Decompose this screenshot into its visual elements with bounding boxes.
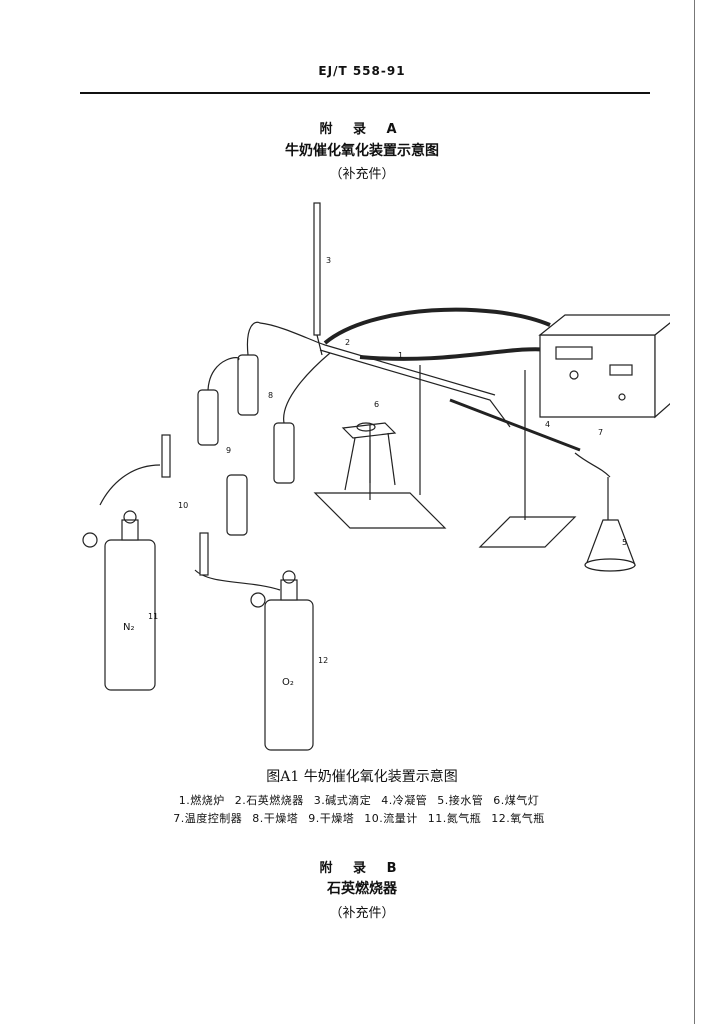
controller-display [555,346,593,360]
appendix-b-title: 石英燃烧器 [327,881,397,897]
controller-knob [569,370,579,380]
callout-8: 8 [268,391,273,400]
burette [313,202,321,336]
standard-code: EJ/T 558-91 [318,64,406,78]
legend-item: 3.碱式滴定 [313,794,372,807]
legend-item: 2.石英燃烧器 [234,794,304,807]
tripod-leg-2 [387,432,396,486]
flowmeter-2 [199,532,209,576]
legend-item: 1.燃烧炉 [178,794,225,807]
condenser-outlet [574,452,611,478]
legend-item: 4.冷凝管 [381,794,428,807]
legend-row-2: 7.温度控制器 8.干燥塔 9.干燥塔 10.流量计 11.氮气瓶 12.氧气瓶 [0,810,724,826]
callout-4: 4 [545,420,550,429]
drying-tower-b [226,474,248,536]
legend-item: 5.接水管 [437,794,484,807]
tripod-plate [341,422,397,439]
appendix-a-label: 附 录 A [319,122,405,137]
callout-3: 3 [326,256,331,265]
appendix-a-note: （补充件） [329,167,395,182]
legend-item: 6.煤气灯 [493,794,540,807]
callout-5: 5 [622,538,627,547]
nitrogen-label: N₂ [123,622,135,633]
callout-2: 2 [345,338,350,347]
temperature-controller-side [654,322,670,419]
nitrogen-valve [121,519,139,541]
nitrogen-regulator [123,510,137,524]
legend-item: 12.氧气瓶 [491,812,545,825]
legend-item: 11.氮气瓶 [427,812,482,825]
oxygen-regulator [282,570,296,584]
appendix-b-label: 附 录 B [319,861,405,876]
quartz-burner-tube [319,349,511,428]
figure-caption: 图A1 牛奶催化氧化装置示意图 [266,769,458,785]
page-edge-line [694,0,695,1024]
gas-line-3 [207,357,240,391]
callout-11: 11 [148,612,158,621]
quartz-burner-tube-upper [324,344,496,396]
controller-switch [618,393,626,401]
legend-item: 7.温度控制器 [173,812,243,825]
tripod-leg [344,437,356,491]
oxygen-valve [280,579,298,601]
temperature-controller-top [538,314,670,336]
legend-item: 9.干燥塔 [308,812,355,825]
callout-9: 9 [226,446,231,455]
gas-line-4 [99,464,161,506]
gas-line [246,321,326,356]
receiving-flask-bottom [584,558,636,572]
appendix-a-title: 牛奶催化氧化装置示意图 [285,143,439,159]
burner-flame [356,422,376,432]
flowmeter [161,434,171,478]
legend-item: 8.干燥塔 [252,812,299,825]
callout-1: 1 [398,351,403,360]
oxygen-label: O₂ [282,677,294,688]
condenser [449,398,581,452]
drying-tower-8 [237,354,259,416]
header-rule [80,92,650,94]
oxygen-gauge [250,592,266,608]
callout-6: 6 [374,400,379,409]
furnace-cable [323,307,551,345]
furnace-base-plate [313,492,447,529]
callout-7: 7 [598,428,603,437]
apparatus-diagram: N₂ O₂ 1 2 3 4 5 6 7 8 9 10 11 12 [82,202,670,751]
gas-line-2 [283,352,331,424]
callout-10: 10 [178,501,188,510]
condenser-base-plate [478,516,577,548]
controller-meter [609,364,633,376]
drying-tower-9 [273,422,295,484]
nitrogen-gauge [82,532,98,548]
legend-item: 10.流量计 [364,812,418,825]
burette-tip [316,334,323,356]
oxygen-cylinder [264,599,314,751]
drying-tower-a [197,389,219,446]
receiving-flask [585,519,636,566]
furnace-cable-2 [359,347,551,361]
appendix-b-note: （补充件） [329,906,395,921]
callout-12: 12 [318,656,328,665]
legend-row-1: 1.燃烧炉 2.石英燃烧器 3.碱式滴定 4.冷凝管 5.接水管 6.煤气灯 [0,792,724,808]
